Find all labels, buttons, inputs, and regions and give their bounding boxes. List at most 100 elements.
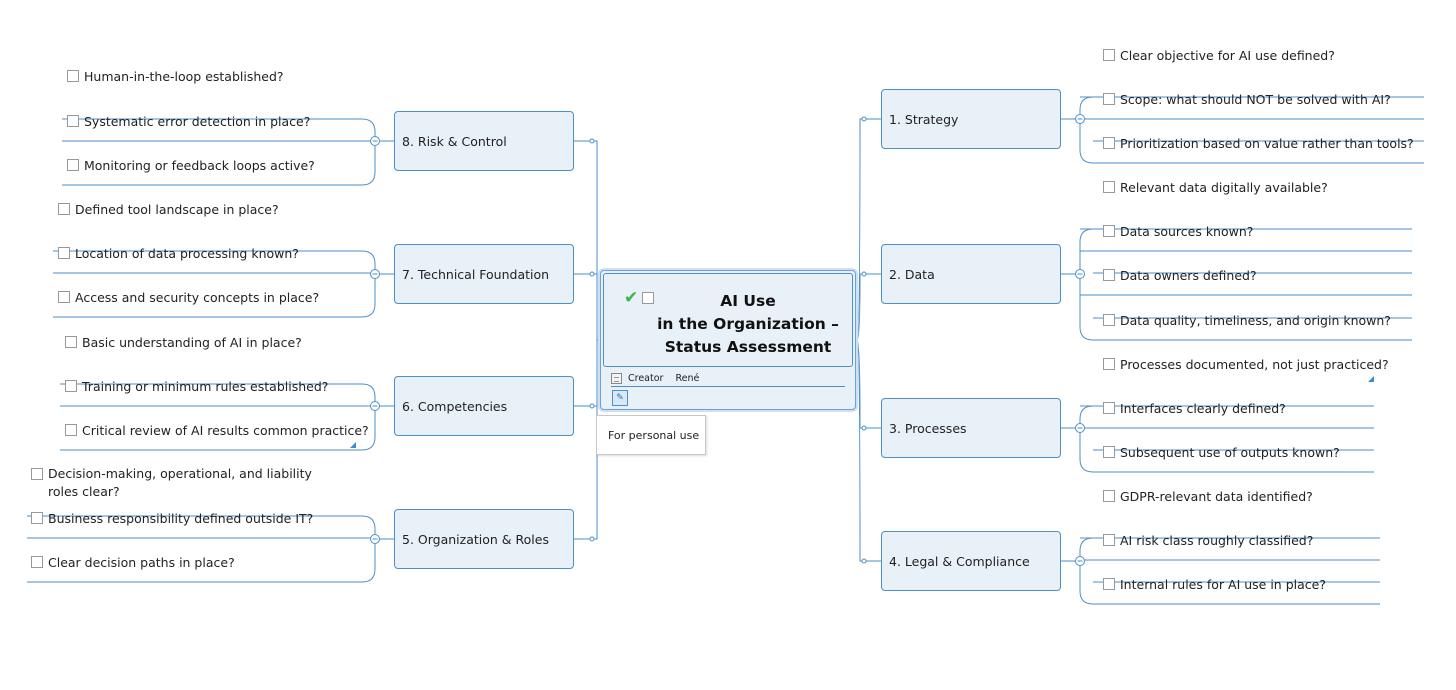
item-label: Basic understanding of AI in place? xyxy=(82,334,302,350)
item-label: Scope: what should NOT be solved with AI… xyxy=(1120,91,1391,107)
item-checkbox[interactable] xyxy=(58,247,70,259)
item-checkbox[interactable] xyxy=(67,159,79,171)
item-checkbox[interactable] xyxy=(1103,358,1115,370)
connector-dot xyxy=(589,138,595,144)
topic-label: 3. Processes xyxy=(889,420,967,436)
item-label: Data quality, timeliness, and origin kno… xyxy=(1120,312,1391,328)
resize-corner-icon[interactable] xyxy=(1368,376,1374,382)
connector-dot xyxy=(861,271,867,277)
item-checkbox[interactable] xyxy=(1103,578,1115,590)
checklist-item: Basic understanding of AI in place? xyxy=(65,332,302,352)
resize-corner-icon[interactable] xyxy=(350,442,356,448)
checklist-item: Training or minimum rules established? xyxy=(65,376,328,396)
item-checkbox[interactable] xyxy=(67,70,79,82)
item-label: GDPR-relevant data identified? xyxy=(1120,488,1313,504)
item-checkbox[interactable] xyxy=(67,115,79,127)
topic-label: 4. Legal & Compliance xyxy=(889,553,1030,569)
checklist-item: Internal rules for AI use in place? xyxy=(1103,574,1326,594)
item-label: Internal rules for AI use in place? xyxy=(1120,576,1326,592)
item-checkbox[interactable] xyxy=(1103,269,1115,281)
item-checkbox[interactable] xyxy=(1103,137,1115,149)
item-checkbox[interactable] xyxy=(65,380,77,392)
connector xyxy=(60,383,376,451)
item-label: Processes documented, not just practiced… xyxy=(1120,356,1389,372)
checkmark-icon: ✔ xyxy=(624,288,639,308)
checklist-item: Access and security concepts in place? xyxy=(58,287,319,307)
item-checkbox[interactable] xyxy=(1103,181,1115,193)
notes-icon[interactable]: ✎ xyxy=(612,390,628,406)
item-label: Systematic error detection in place? xyxy=(84,113,311,129)
checklist-item: Monitoring or feedback loops active? xyxy=(67,155,315,175)
connector-dot xyxy=(589,271,595,277)
item-label: Clear objective for AI use defined? xyxy=(1120,47,1335,63)
central-topic-header: ✔ AI Use in the Organization – Status As… xyxy=(603,273,853,367)
item-checkbox[interactable] xyxy=(31,468,43,480)
item-checkbox[interactable] xyxy=(1103,490,1115,502)
item-label: Relevant data digitally available? xyxy=(1120,179,1328,195)
topic-label: 5. Organization & Roles xyxy=(402,531,549,547)
item-checkbox[interactable] xyxy=(65,424,77,436)
topic-node[interactable]: 8. Risk & Control xyxy=(394,111,574,171)
central-title-line: in the Organization – xyxy=(657,315,839,333)
topic-node[interactable]: 2. Data xyxy=(881,244,1061,304)
item-checkbox[interactable] xyxy=(58,291,70,303)
item-label: Human-in-the-loop established? xyxy=(84,68,284,84)
topic-node[interactable]: 5. Organization & Roles xyxy=(394,509,574,569)
topic-node[interactable]: 7. Technical Foundation xyxy=(394,244,574,304)
item-label: Data owners defined? xyxy=(1120,267,1257,283)
topic-node[interactable]: 3. Processes xyxy=(881,398,1061,458)
topic-label: 6. Competencies xyxy=(402,398,508,414)
creator-key: Creator xyxy=(628,372,664,384)
checklist-item: Critical review of AI results common pra… xyxy=(65,420,369,440)
checklist-item: Systematic error detection in place? xyxy=(67,111,310,131)
item-label: AI risk class roughly classified? xyxy=(1120,532,1314,548)
checklist-item: GDPR-relevant data identified? xyxy=(1103,486,1313,506)
item-checkbox[interactable] xyxy=(31,512,43,524)
callout-personal-use[interactable]: For personal use xyxy=(596,415,706,455)
item-checkbox[interactable] xyxy=(1103,93,1115,105)
checklist-item: Data quality, timeliness, and origin kno… xyxy=(1103,310,1391,330)
topic-label: 7. Technical Foundation xyxy=(402,266,550,282)
checklist-item: Subsequent use of outputs known? xyxy=(1103,442,1340,462)
item-checkbox[interactable] xyxy=(1103,402,1115,414)
item-checkbox[interactable] xyxy=(31,556,43,568)
checklist-item: Interfaces clearly defined? xyxy=(1103,398,1286,418)
connector xyxy=(574,273,598,341)
item-checkbox[interactable] xyxy=(1103,49,1115,61)
item-checkbox[interactable] xyxy=(1103,534,1115,546)
item-label: Monitoring or feedback loops active? xyxy=(84,157,315,173)
item-checkbox[interactable] xyxy=(58,203,70,215)
connector xyxy=(62,118,376,186)
item-label: Prioritization based on value rather tha… xyxy=(1120,135,1414,151)
item-label: Training or minimum rules established? xyxy=(82,378,329,394)
properties-icon xyxy=(611,372,622,384)
checklist-item: Clear decision paths in place? xyxy=(31,552,235,572)
topic-node[interactable]: 4. Legal & Compliance xyxy=(881,531,1061,591)
connector xyxy=(53,250,376,318)
checklist-item: Relevant data digitally available? xyxy=(1103,177,1328,197)
item-checkbox[interactable] xyxy=(1103,314,1115,326)
checklist-item: Business responsibility defined outside … xyxy=(31,508,313,528)
checklist-item: Clear objective for AI use defined? xyxy=(1103,45,1335,65)
connector-dot xyxy=(861,116,867,122)
item-label: Location of data processing known? xyxy=(75,245,299,261)
central-topic[interactable]: ✔ AI Use in the Organization – Status As… xyxy=(600,270,856,410)
connector-dot xyxy=(861,425,867,431)
topic-node[interactable]: 1. Strategy xyxy=(881,89,1061,149)
item-checkbox[interactable] xyxy=(65,336,77,348)
item-checkbox[interactable] xyxy=(1103,225,1115,237)
connector xyxy=(1079,274,1094,341)
item-label: Access and security concepts in place? xyxy=(75,289,320,305)
central-checkbox[interactable] xyxy=(642,292,654,304)
item-label: Decision-making, operational, and liabil… xyxy=(48,466,312,499)
item-label: Interfaces clearly defined? xyxy=(1120,400,1286,416)
connector xyxy=(1079,428,1094,473)
creator-value: René xyxy=(675,372,700,384)
connector xyxy=(574,339,598,407)
connector xyxy=(27,515,376,583)
checklist-item: Prioritization based on value rather tha… xyxy=(1103,133,1414,153)
topic-node[interactable]: 6. Competencies xyxy=(394,376,574,436)
item-checkbox[interactable] xyxy=(1103,446,1115,458)
checklist-item: AI risk class roughly classified? xyxy=(1103,530,1313,550)
